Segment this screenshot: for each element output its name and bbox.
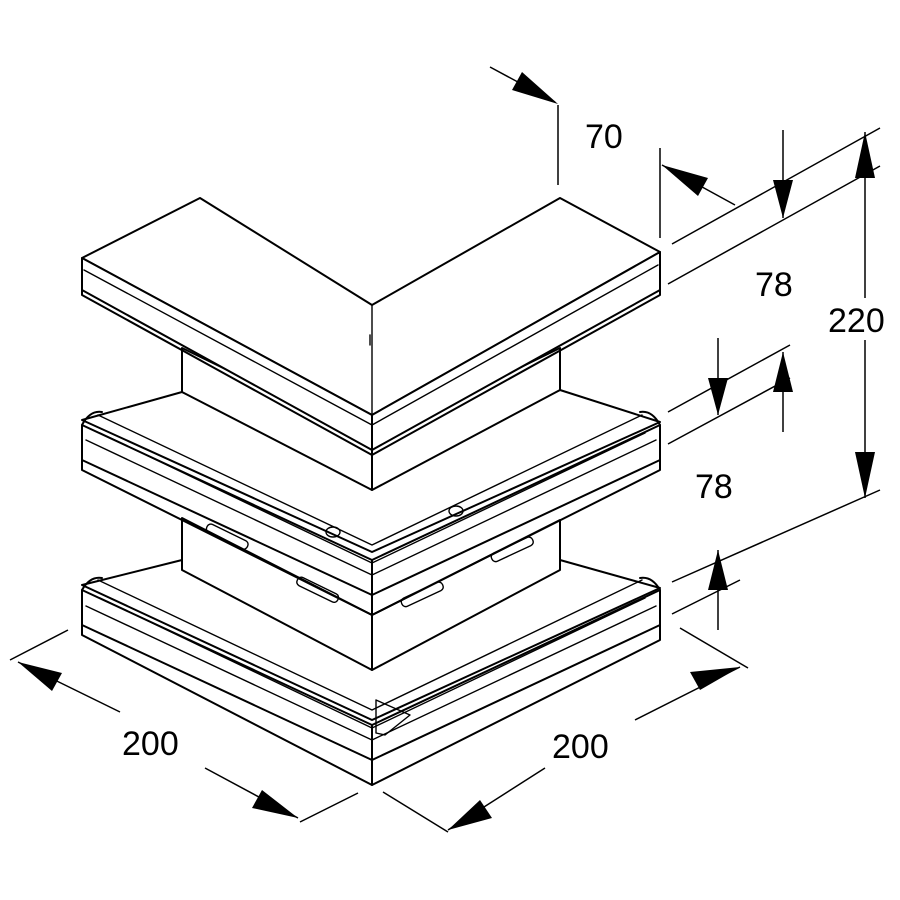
- dim-78-lower-label: 78: [695, 468, 733, 506]
- dim-200-right-label: 200: [552, 728, 609, 766]
- dim-70-label: 70: [585, 118, 623, 156]
- dim-200-left-label: 200: [122, 725, 179, 763]
- dim-78-upper-label: 78: [755, 266, 793, 304]
- top-lid: [81, 197, 661, 456]
- dim-78-upper: 78: [667, 127, 881, 445]
- dim-200-left: 200: [9, 629, 359, 823]
- dim-200-right: 200: [382, 627, 749, 833]
- dim-220-label: 220: [828, 302, 885, 340]
- dim-220: 220: [828, 132, 885, 498]
- dim-70: 70: [489, 66, 736, 238]
- dim-78-lower: 78: [671, 338, 881, 630]
